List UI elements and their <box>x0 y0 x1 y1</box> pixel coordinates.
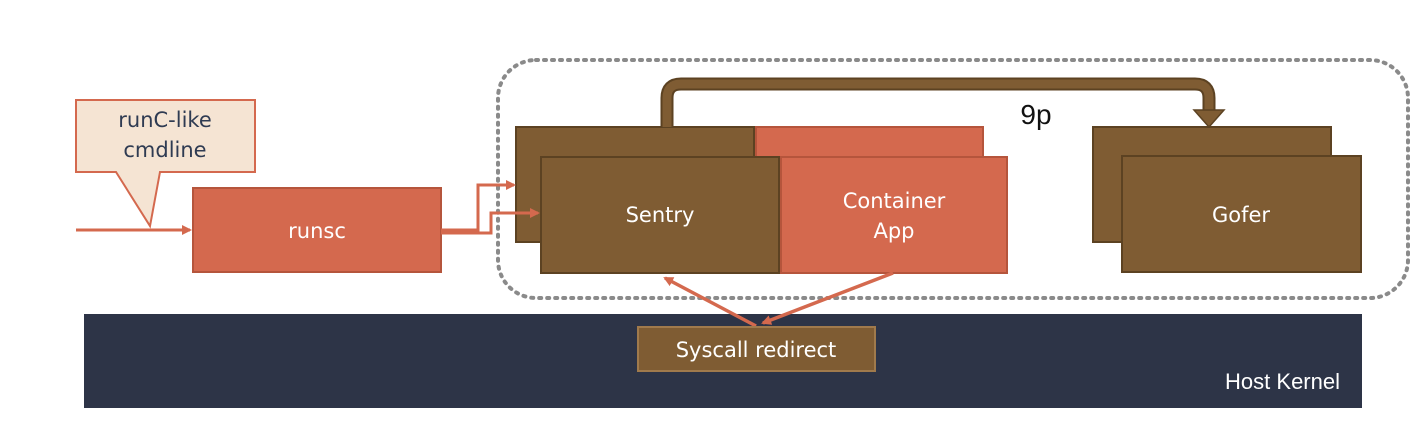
sandbox-boundary <box>496 58 1410 300</box>
sentry-label: Sentry <box>626 203 695 227</box>
9p-label: 9p <box>1020 99 1051 130</box>
cmdline-callout: runC-like cmdline <box>75 99 256 229</box>
9p-channel-arrow <box>660 77 1226 129</box>
callout-line1: runC-like <box>118 108 212 132</box>
syscall-arrows <box>663 271 894 328</box>
host-kernel-label: Host Kernel <box>1225 369 1340 394</box>
runsc-box: runsc <box>192 187 442 273</box>
gofer-box: Gofer <box>1121 155 1362 273</box>
sentry-box: Sentry <box>540 156 780 274</box>
gofer-label: Gofer <box>1212 203 1270 227</box>
syscall-redirect-box: Syscall redirect <box>637 326 876 372</box>
syscall-redirect-label: Syscall redirect <box>676 338 837 362</box>
container-app-box: Container App <box>780 156 1008 274</box>
container-app-label-line2: App <box>873 219 914 243</box>
container-app-label-line1: Container <box>843 189 946 213</box>
callout-line2: cmdline <box>123 138 206 162</box>
runsc-to-sentry-arrows <box>441 180 540 235</box>
runsc-label: runsc <box>288 219 346 243</box>
